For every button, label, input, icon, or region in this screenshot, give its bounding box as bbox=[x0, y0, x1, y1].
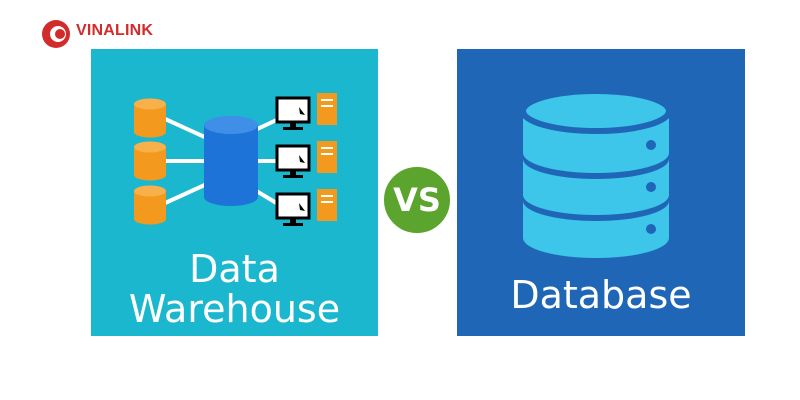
database-source-icon bbox=[134, 98, 166, 138]
vs-badge: VS bbox=[381, 164, 453, 236]
data-warehouse-title-line2: Warehouse bbox=[128, 287, 341, 331]
database-panel: Database bbox=[457, 49, 745, 336]
database-title: Database bbox=[510, 273, 692, 317]
computer-terminal-icon bbox=[275, 93, 337, 130]
data-warehouse-title-line1: Data bbox=[189, 247, 280, 291]
brand-name: VINALINK bbox=[76, 22, 154, 39]
vinalink-logo-mark bbox=[42, 20, 70, 48]
database-icon bbox=[520, 88, 672, 258]
computer-terminal-icon bbox=[275, 141, 337, 178]
computer-terminal-icon bbox=[275, 189, 337, 226]
data-warehouse-title: Data Warehouse bbox=[91, 249, 378, 329]
database-illustration bbox=[457, 49, 745, 336]
vinalink-logo bbox=[42, 20, 70, 48]
database-source-icon bbox=[134, 141, 166, 181]
data-warehouse-icon bbox=[204, 116, 258, 206]
database-source-icon bbox=[134, 185, 166, 225]
data-warehouse-panel: Data Warehouse bbox=[91, 49, 378, 336]
data-warehouse-illustration bbox=[91, 49, 378, 336]
